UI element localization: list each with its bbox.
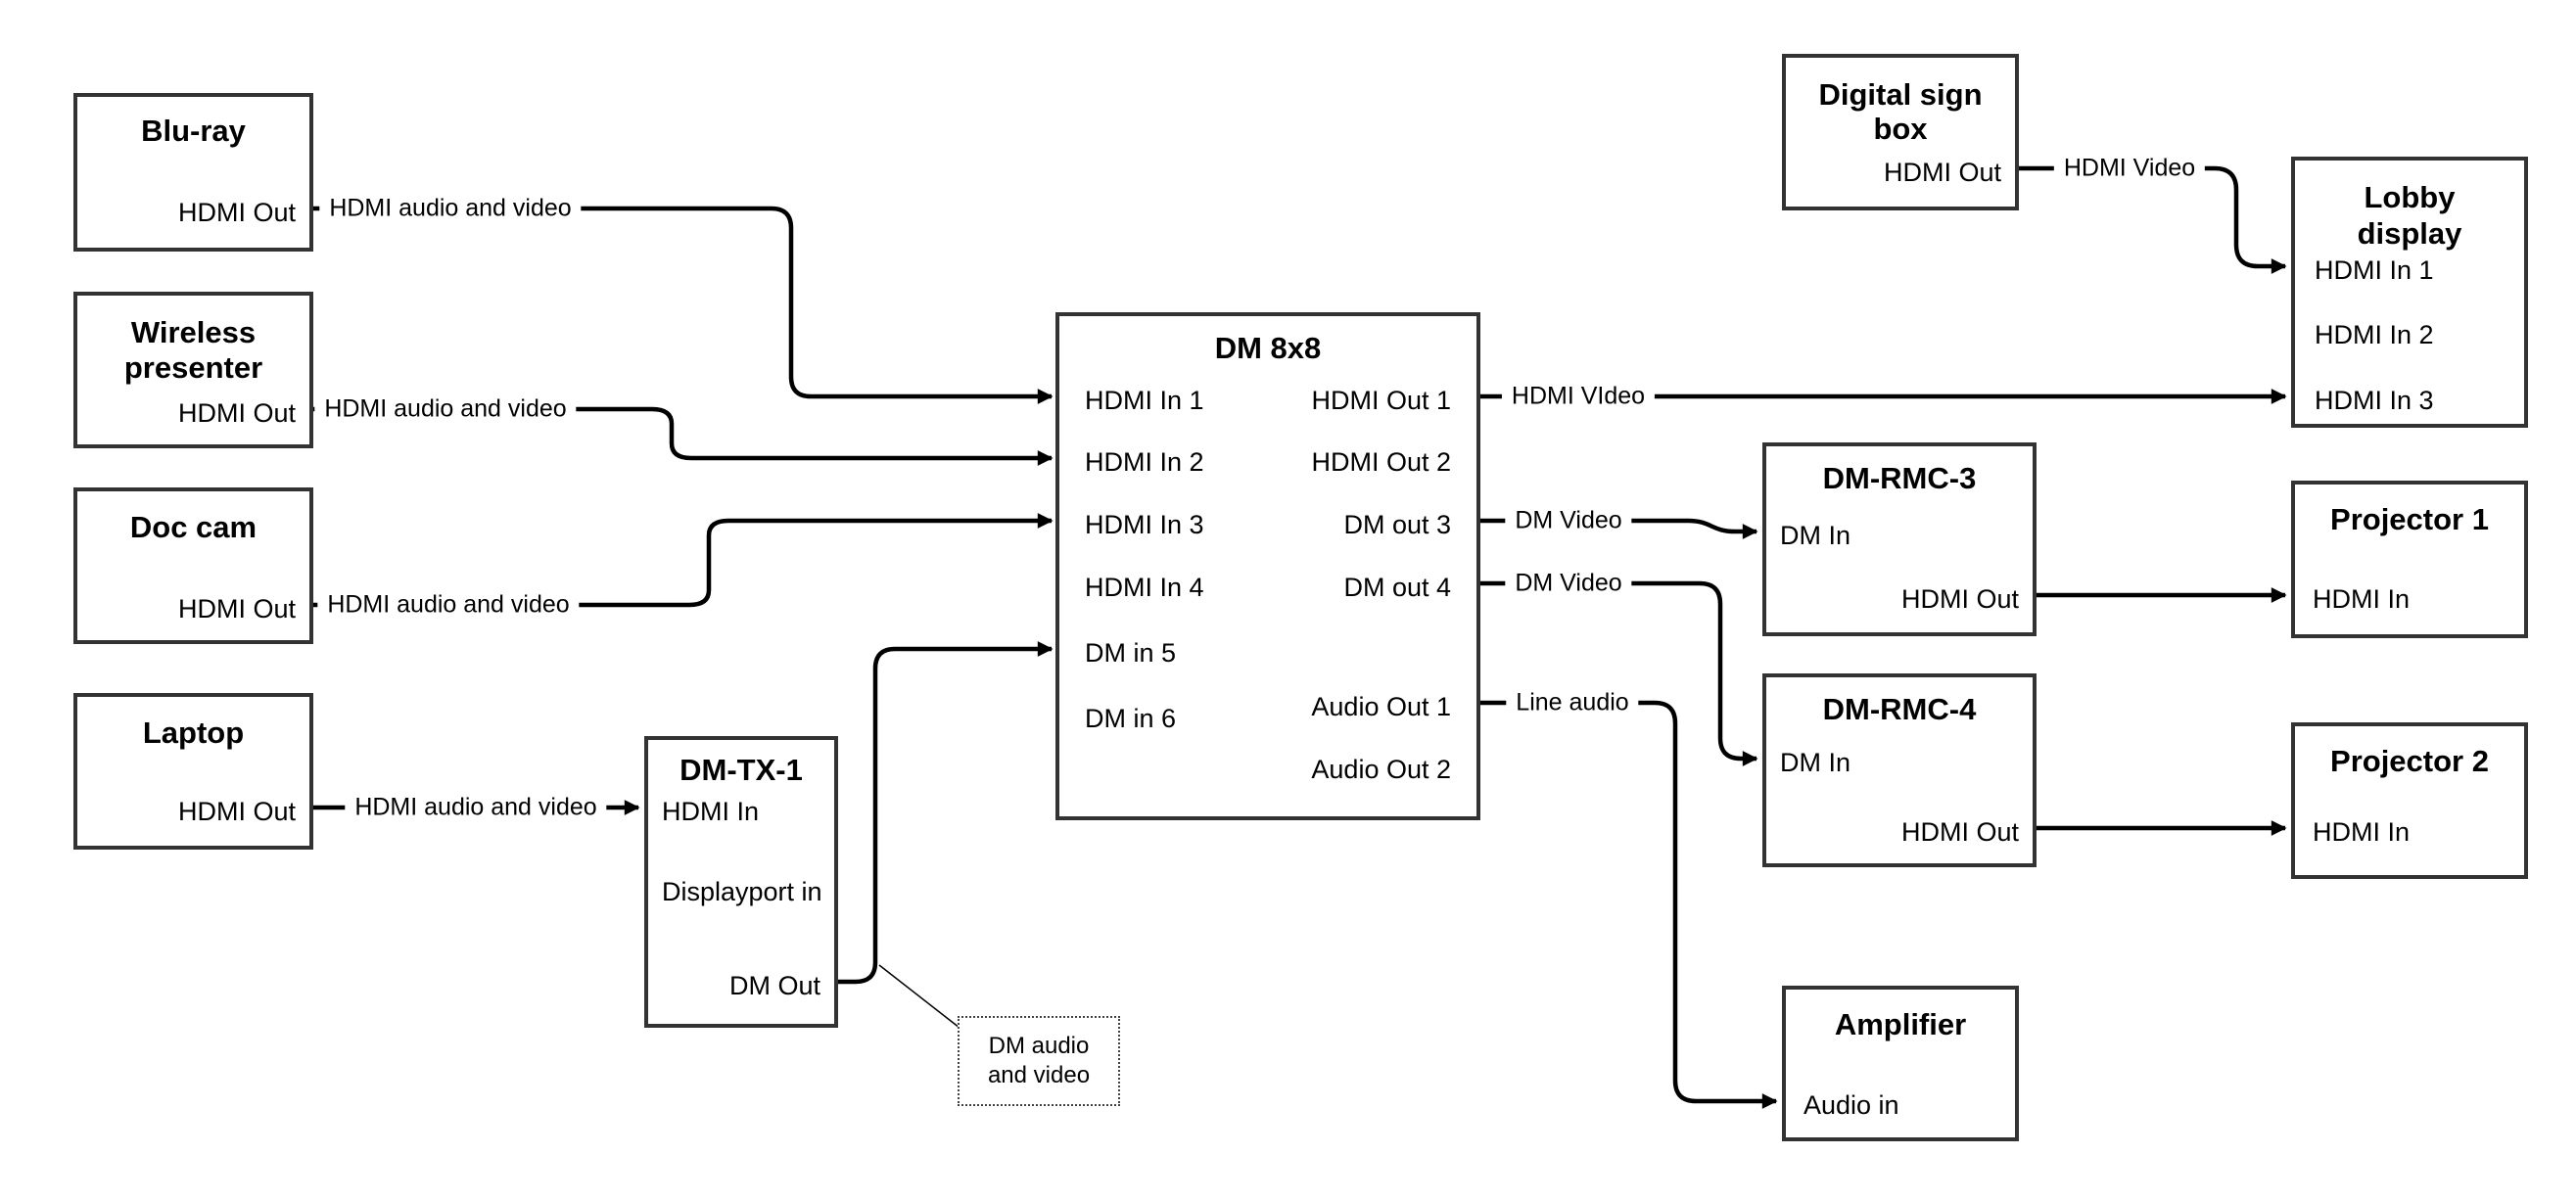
edge-label-hdmi-av-laptop: HDMI audio and video xyxy=(345,793,607,822)
node-title-line2: display xyxy=(2357,216,2462,251)
port-dm-out: DM Out xyxy=(728,971,820,1000)
node-bluray: Blu-ray HDMI Out xyxy=(73,93,313,252)
node-title: Blu-ray xyxy=(141,114,246,148)
port-dm-in-5: DM in 5 xyxy=(1085,638,1177,668)
node-dm-8x8: DM 8x8 HDMI In 1 HDMI In 2 HDMI In 3 HDM… xyxy=(1055,312,1480,820)
node-wireless-presenter: Wireless presenter HDMI Out xyxy=(73,292,313,448)
port-hdmi-in: HDMI In xyxy=(2313,817,2411,847)
node-title: DM-TX-1 xyxy=(679,753,803,787)
port-hdmi-in-2: HDMI In 2 xyxy=(2315,320,2434,349)
port-audio-in: Audio in xyxy=(1803,1090,1899,1120)
port-hdmi-out: HDMI Out xyxy=(1900,817,2019,847)
node-lobby-display: Lobby display HDMI In 1 HDMI In 2 HDMI I… xyxy=(2291,157,2528,428)
port-hdmi-in: HDMI In xyxy=(2313,584,2411,614)
port-hdmi-in-4: HDMI In 4 xyxy=(1085,573,1204,602)
callout-dm-audio-video: DM audio and video xyxy=(958,1016,1120,1106)
callout-leader-line xyxy=(878,964,960,1029)
edge-dm8x8-out4-to-rmc4-dm-in xyxy=(1480,580,1758,766)
edge-label-line-audio: Line audio xyxy=(1506,688,1639,717)
edge-sign-to-lobby-hdmi-in-1 xyxy=(2019,165,2287,274)
port-hdmi-out: HDMI Out xyxy=(1900,584,2019,614)
port-hdmi-out-1: HDMI Out 1 xyxy=(1311,386,1451,415)
node-dm-rmc-4: DM-RMC-4 DM In HDMI Out xyxy=(1762,673,2037,867)
node-title: Projector 2 xyxy=(2330,744,2489,778)
node-title: DM-RMC-3 xyxy=(1822,461,1977,495)
node-title-line2: box xyxy=(1873,112,1928,146)
port-hdmi-in-3: HDMI In 3 xyxy=(2315,386,2434,415)
node-title: DM 8x8 xyxy=(1214,331,1322,365)
port-hdmi-in-1: HDMI In 1 xyxy=(2315,255,2434,285)
port-hdmi-out: HDMI Out xyxy=(177,398,296,428)
port-audio-out-2: Audio Out 2 xyxy=(1311,755,1451,784)
port-hdmi-in-1: HDMI In 1 xyxy=(1085,386,1204,415)
node-title: Laptop xyxy=(142,716,245,750)
port-hdmi-out-2: HDMI Out 2 xyxy=(1311,447,1451,477)
node-projector-1: Projector 1 HDMI In xyxy=(2291,481,2528,638)
port-hdmi-in: HDMI In xyxy=(662,797,760,826)
node-title-line1: Digital sign xyxy=(1818,77,1983,112)
port-hdmi-in-2: HDMI In 2 xyxy=(1085,447,1204,477)
node-doc-cam: Doc cam HDMI Out xyxy=(73,487,313,644)
port-dm-in: DM In xyxy=(1780,748,1851,777)
port-hdmi-out: HDMI Out xyxy=(177,198,296,227)
edge-label-hdmi-av-wireless: HDMI audio and video xyxy=(314,394,577,424)
port-displayport-in: Displayport in xyxy=(662,877,822,906)
node-title: Amplifier xyxy=(1834,1007,1967,1041)
edge-bluray-to-dm8x8-hdmi-in-1 xyxy=(313,206,1054,404)
edge-wireless-to-dm8x8-hdmi-in-2 xyxy=(313,406,1054,466)
port-audio-out-1: Audio Out 1 xyxy=(1311,692,1451,721)
node-title-line2: presenter xyxy=(123,350,263,385)
port-dm-in-6: DM in 6 xyxy=(1085,704,1177,733)
edge-doccam-to-dm8x8-hdmi-in-3 xyxy=(313,513,1054,608)
port-hdmi-out: HDMI Out xyxy=(177,594,296,624)
edge-label-hdmi-video-sign: HDMI Video xyxy=(2053,154,2206,183)
port-hdmi-out: HDMI Out xyxy=(177,797,296,826)
node-projector-2: Projector 2 HDMI In xyxy=(2291,722,2528,879)
node-title: Projector 1 xyxy=(2330,502,2489,536)
node-dm-tx-1: DM-TX-1 HDMI In Displayport in DM Out xyxy=(644,736,838,1028)
node-title-line1: Wireless xyxy=(130,315,257,349)
edge-dm8x8-out3-to-rmc3-dm-in xyxy=(1480,518,1758,539)
edge-dmtx1-to-dm8x8-dm-in-5 xyxy=(838,641,1054,985)
edge-label-hdmi-av-doccam: HDMI audio and video xyxy=(317,590,580,620)
port-dm-out-4: DM out 4 xyxy=(1343,573,1451,602)
edge-dm8x8-audio1-to-amplifier xyxy=(1480,700,1778,1109)
node-dm-rmc-3: DM-RMC-3 DM In HDMI Out xyxy=(1762,442,2037,636)
edge-label-dm-video-out3: DM Video xyxy=(1505,506,1632,535)
edge-label-hdmi-video-out1: HDMI VIdeo xyxy=(1501,382,1656,411)
node-title-line1: Lobby xyxy=(2364,180,2456,214)
node-title: DM-RMC-4 xyxy=(1822,692,1977,726)
edge-label-hdmi-av-bluray: HDMI audio and video xyxy=(319,194,582,223)
port-dm-in: DM In xyxy=(1780,521,1851,550)
edge-label-dm-video-out4: DM Video xyxy=(1505,569,1632,598)
node-title: Doc cam xyxy=(129,510,258,544)
port-hdmi-in-3: HDMI In 3 xyxy=(1085,510,1204,539)
node-digital-sign-box: Digital sign box HDMI Out xyxy=(1782,54,2019,210)
node-amplifier: Amplifier Audio in xyxy=(1782,986,2019,1141)
port-dm-out-3: DM out 3 xyxy=(1343,510,1451,539)
port-hdmi-out: HDMI Out xyxy=(1883,158,2001,187)
node-laptop: Laptop HDMI Out xyxy=(73,693,313,850)
